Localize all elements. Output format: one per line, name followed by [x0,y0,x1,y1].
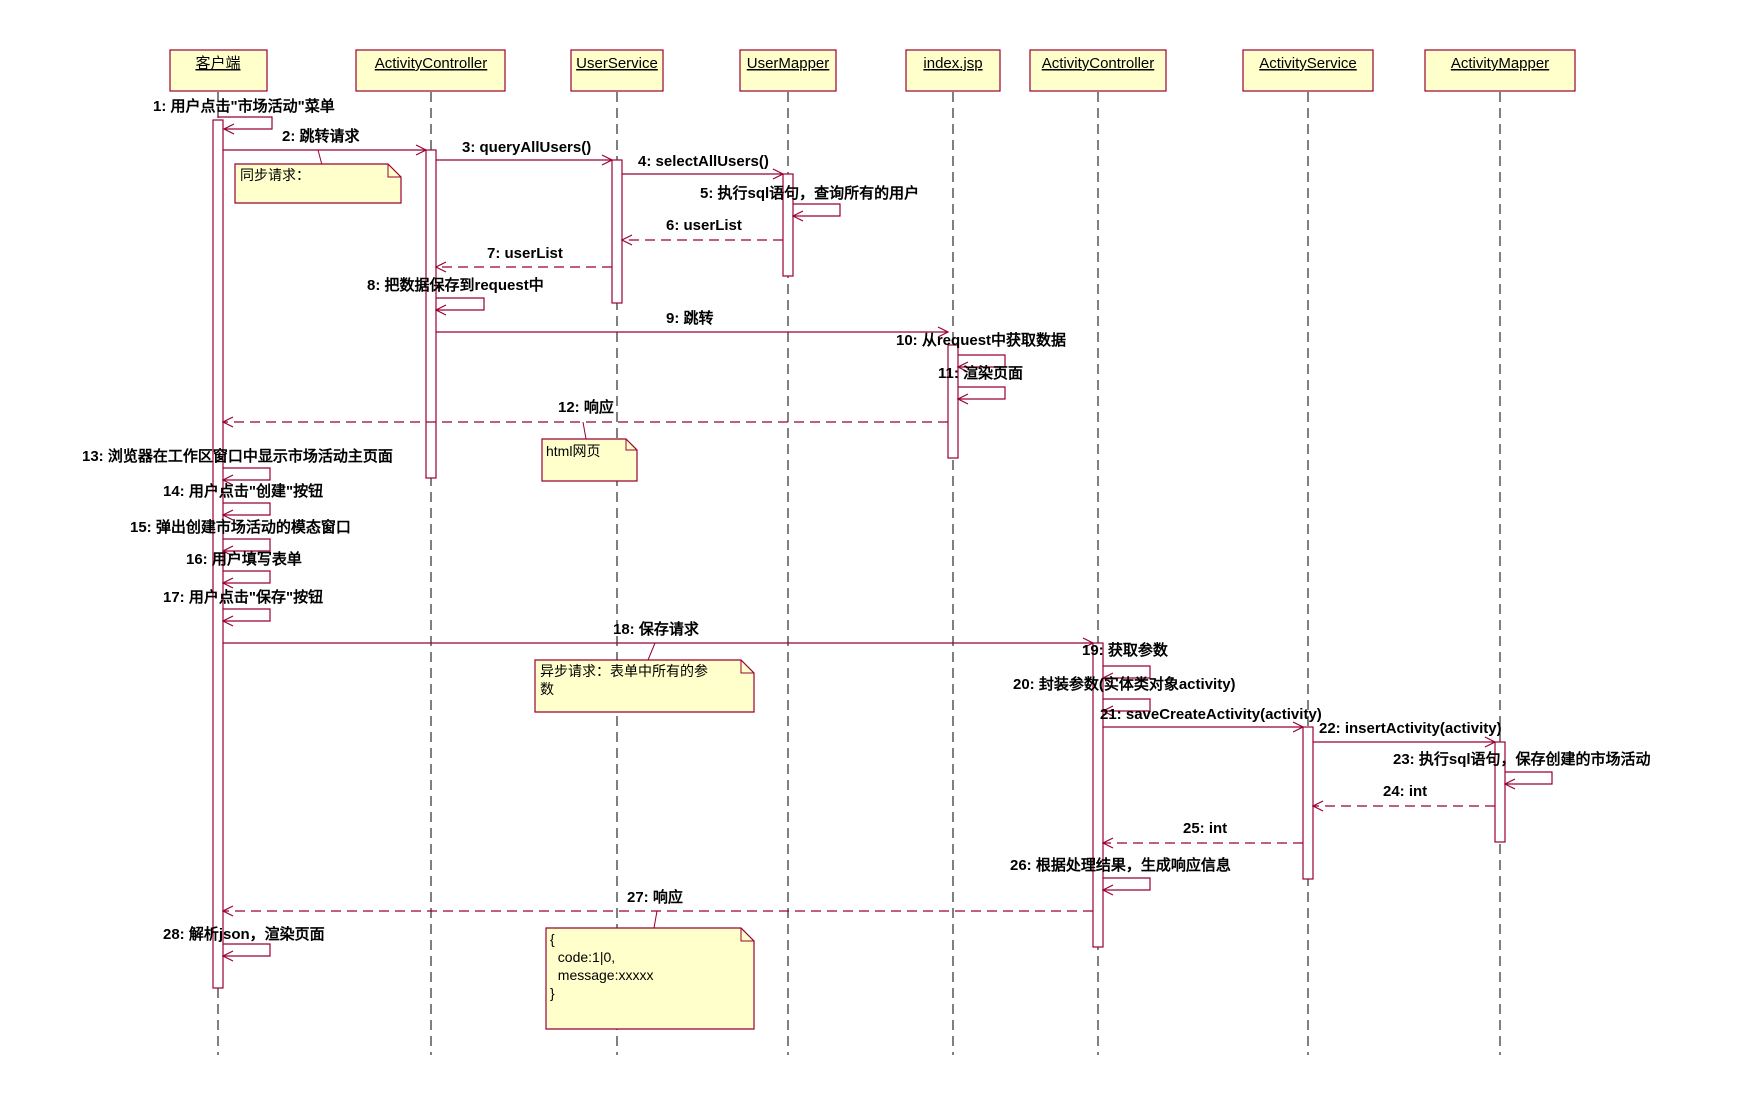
note-text: code:1|0, [550,949,615,965]
message-5: 5: 执行sql语句，查询所有的用户 [700,184,919,222]
message-12: 12: 响应 [221,398,948,428]
participant-user-mapper: UserMapper [739,49,837,92]
message-26: 26: 根据处理结果，生成响应信息 [1010,856,1231,896]
activation-activity-controller-2 [1092,642,1104,948]
message-2: 2: 跳转请求 [223,127,428,156]
message-3: 3: queryAllUsers() [436,139,614,166]
message-19: 19: 获取参数 [1082,641,1169,684]
message-7: 7: userList [434,245,612,273]
note-sync-request: 同步请求： [234,149,402,204]
activation-user-service [611,159,623,304]
message-label: 16: 用户填写表单 [186,550,302,568]
message-label: 17: 用户点击"保存"按钮 [163,588,323,606]
note-json-response: { code:1|0, message:xxxxx } [545,910,755,1030]
activation-index-jsp [947,344,959,459]
message-label: 9: 跳转 [666,309,714,327]
message-label: 25: int [1183,820,1227,837]
message-10: 10: 从request中获取数据 [896,331,1066,373]
message-23: 23: 执行sql语句，保存创建的市场活动 [1393,750,1651,790]
participant-activity-controller-2: ActivityController [1029,49,1167,92]
message-24: 24: int [1311,783,1495,812]
note-text: 异步请求：表单中所有的参 [540,663,708,679]
message-label: 4: selectAllUsers() [638,153,769,170]
message-label: 7: userList [487,245,563,262]
activation-user-mapper [782,173,794,277]
message-label: 21: saveCreateActivity(activity) [1100,706,1322,723]
participant-label: ActivityController [1042,55,1155,72]
message-1: 1: 用户点击"市场活动"菜单 [153,97,335,135]
message-14: 14: 用户点击"创建"按钮 [163,482,323,521]
participant-index-jsp: index.jsp [905,49,1001,92]
message-label: 22: insertActivity(activity) [1319,720,1502,737]
note-text: 同步请求： [240,167,310,183]
message-20: 20: 封装参数(实体类对象activity) [1013,675,1236,717]
message-label: 23: 执行sql语句，保存创建的市场活动 [1393,750,1651,768]
message-label: 28: 解析json，渲染页面 [163,925,325,943]
participant-label: ActivityService [1259,55,1357,72]
message-6: 6: userList [620,217,783,246]
participant-user-service: UserService [570,49,664,92]
participant-label: ActivityMapper [1451,55,1549,72]
participant-activity-controller-1: ActivityController [355,49,506,92]
message-22: 22: insertActivity(activity) [1313,720,1502,748]
note-text: } [550,985,555,1001]
participant-client: 客户端 [169,49,268,92]
participant-label: UserService [576,55,658,72]
participant-label: index.jsp [923,55,982,72]
message-label: 1: 用户点击"市场活动"菜单 [153,97,335,115]
message-label: 3: queryAllUsers() [462,139,591,156]
message-13: 13: 浏览器在工作区窗口中显示市场活动主页面 [82,447,393,486]
message-11: 11: 渲染页面 [938,364,1023,405]
message-15: 15: 弹出创建市场活动的模态窗口 [130,518,351,557]
message-9: 9: 跳转 [436,309,950,338]
activation-activity-controller-1 [425,149,437,479]
participant-activity-service: ActivityService [1242,49,1374,92]
message-8: 8: 把数据保存到request中 [367,276,544,316]
activation-activity-service [1302,726,1314,880]
message-label: 5: 执行sql语句，查询所有的用户 [700,184,919,202]
message-28: 28: 解析json，渲染页面 [163,925,325,962]
note-html-page: html网页 [541,421,638,482]
participant-activity-mapper: ActivityMapper [1424,49,1576,92]
participant-label: 客户端 [195,55,240,72]
message-18: 18: 保存请求 [223,620,1095,649]
note-async-request: 异步请求：表单中所有的参 数 [534,642,755,713]
message-17: 17: 用户点击"保存"按钮 [163,588,323,627]
message-27: 27: 响应 [221,888,1093,917]
message-label: 26: 根据处理结果，生成响应信息 [1010,856,1231,874]
message-label: 8: 把数据保存到request中 [367,276,544,294]
note-text: html网页 [546,443,600,459]
message-label: 14: 用户点击"创建"按钮 [163,482,323,500]
message-25: 25: int [1101,820,1303,849]
message-label: 20: 封装参数(实体类对象activity) [1013,675,1236,693]
message-label: 2: 跳转请求 [282,127,361,145]
message-label: 24: int [1383,783,1427,800]
message-label: 10: 从request中获取数据 [896,331,1066,349]
participant-label: UserMapper [747,55,830,72]
message-label: 13: 浏览器在工作区窗口中显示市场活动主页面 [82,447,393,465]
message-16: 16: 用户填写表单 [186,550,302,589]
note-text: message:xxxxx [550,967,653,983]
activation-client [212,119,224,989]
activation-activity-mapper [1494,741,1506,843]
message-label: 11: 渲染页面 [938,364,1023,382]
participant-label: ActivityController [375,55,488,72]
message-label: 19: 获取参数 [1082,641,1169,659]
message-21: 21: saveCreateActivity(activity) [1100,706,1322,733]
message-label: 15: 弹出创建市场活动的模态窗口 [130,518,351,536]
message-label: 18: 保存请求 [613,620,700,638]
message-4: 4: selectAllUsers() [622,153,785,180]
note-text: { [550,931,555,947]
message-label: 6: userList [666,217,742,234]
message-label: 27: 响应 [627,888,683,906]
message-label: 12: 响应 [558,398,614,416]
note-text: 数 [540,681,554,697]
